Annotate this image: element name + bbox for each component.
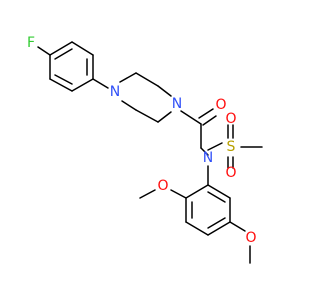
methoxy-2-bond — [229, 221, 246, 232]
piperazine-n1-atom: N — [110, 84, 120, 100]
fluorophenyl-ring — [37, 41, 94, 92]
carbonyl-double-bond-1 — [198, 108, 214, 119]
piperazine-n2-atom: N — [172, 96, 182, 112]
n-s-bond — [207, 142, 223, 151]
sulfur-atom: S — [227, 139, 236, 155]
carbonyl-double-bond-2 — [202, 115, 217, 126]
dimethoxyphenyl-ring — [185, 184, 231, 236]
molecule-diagram: F N N O N S O O O O — [27, 35, 263, 264]
sulfonyl-oxygen-2-atom: O — [225, 165, 236, 181]
methoxy-oxygen-1-atom: O — [157, 178, 168, 194]
sulfonyl-oxygen-1-atom: O — [225, 111, 236, 127]
amide-bond — [180, 110, 202, 125]
fluorine-atom: F — [27, 35, 35, 51]
aryl-n-bond — [92, 78, 109, 89]
sulfonamide-nitrogen-atom: N — [203, 150, 213, 166]
structure-canvas: F N N O N S O O O O — [27, 35, 263, 264]
carbonyl-oxygen-atom: O — [215, 97, 226, 113]
methoxy-oxygen-2-atom: O — [245, 230, 256, 246]
methoxy-1-bond — [170, 189, 187, 199]
ch2-n-bond — [200, 147, 209, 156]
piperazine-ring — [119, 72, 172, 123]
methoxy-1-methyl-bond — [139, 189, 156, 199]
